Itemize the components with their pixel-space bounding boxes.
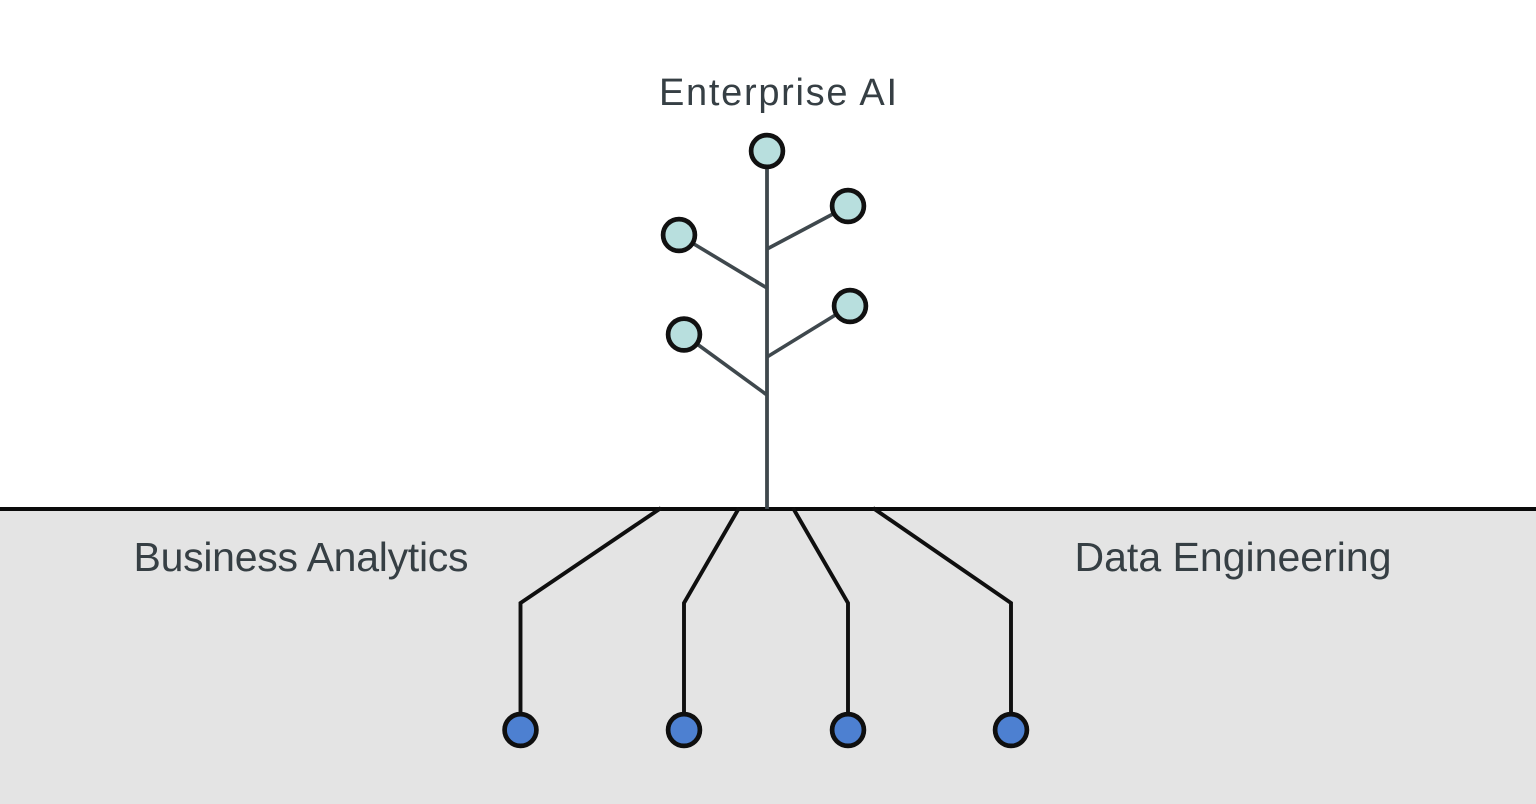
svg-text:Enterprise AI: Enterprise AI (659, 72, 897, 114)
svg-text:Data Engineering: Data Engineering (1075, 534, 1392, 580)
svg-text:Business Analytics: Business Analytics (134, 534, 469, 580)
